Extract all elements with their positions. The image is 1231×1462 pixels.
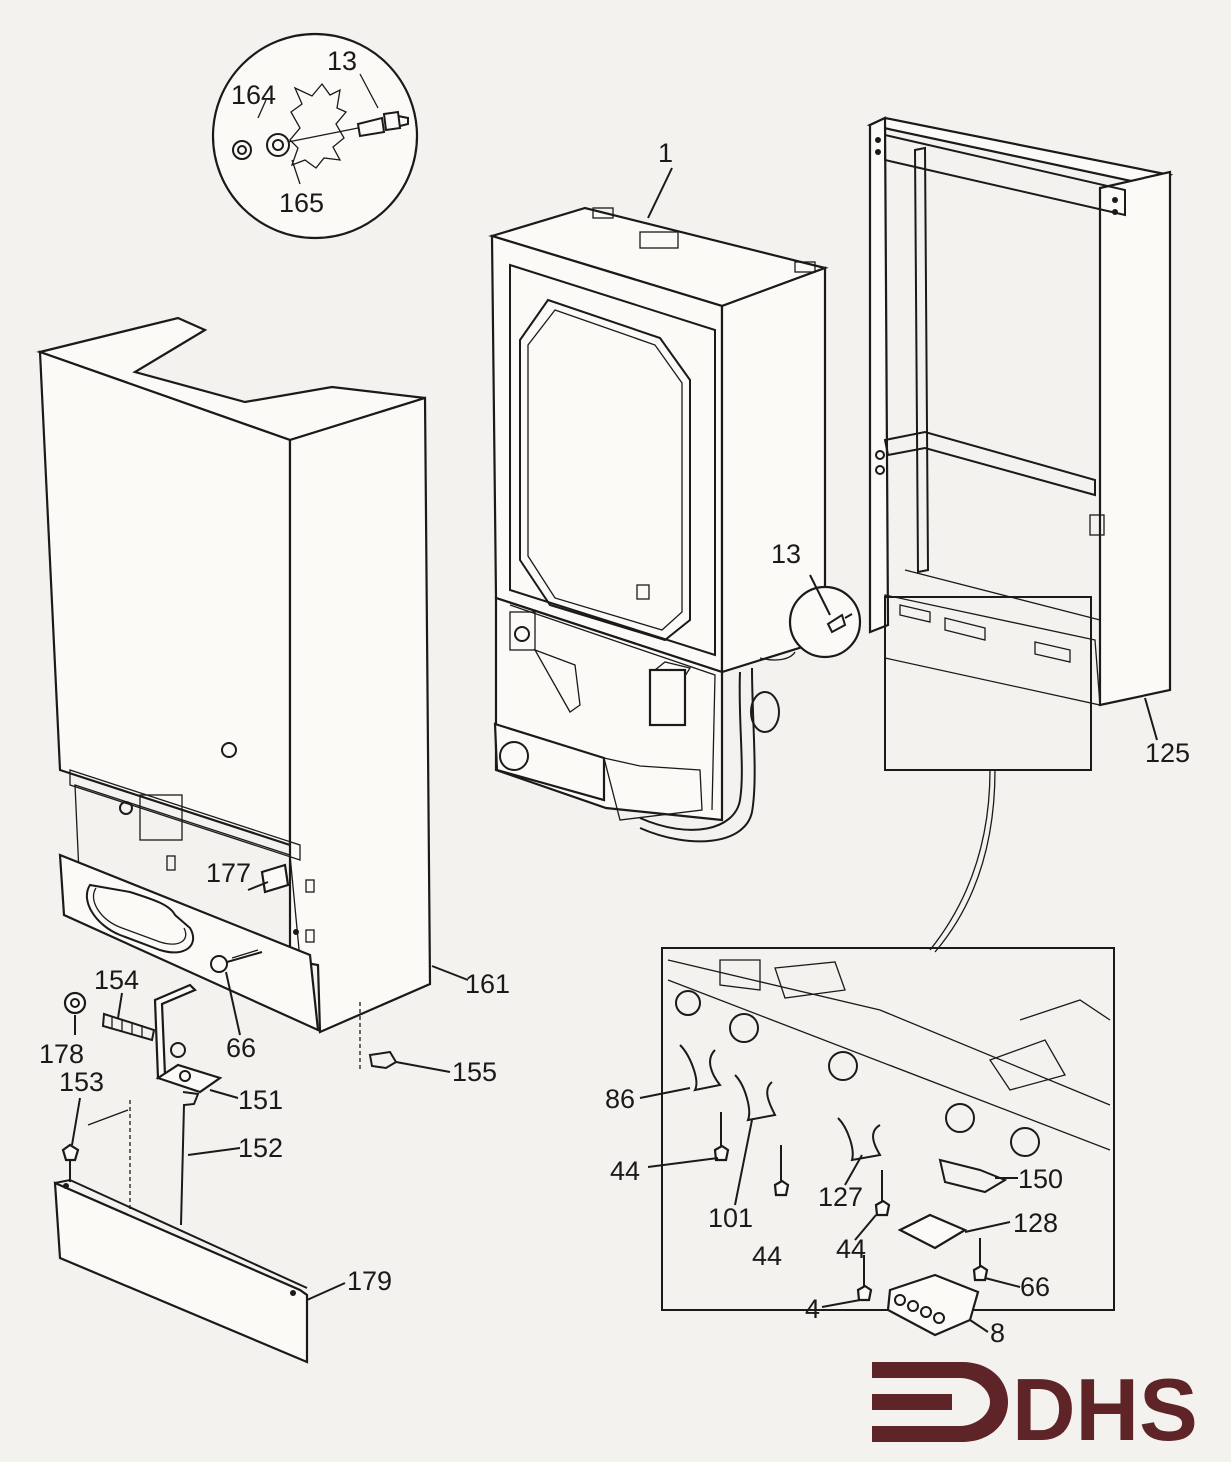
callout-153: 153	[59, 1067, 104, 1097]
callout-125: 125	[1145, 738, 1190, 768]
callout-66-right: 66	[1020, 1272, 1050, 1302]
callout-13-mid: 13	[771, 539, 801, 569]
callout-44-b: 44	[752, 1241, 782, 1271]
callout-151: 151	[238, 1085, 283, 1115]
leader-lines	[71, 574, 1158, 1333]
callout-44-a: 44	[610, 1156, 640, 1186]
bracket-assembly	[61, 983, 398, 1226]
callout-179: 179	[347, 1266, 392, 1296]
outer-case	[36, 316, 432, 1072]
detail-circle-fixing	[211, 32, 419, 240]
wall-frame	[866, 116, 1174, 953]
detail-circle-fixing-mid	[788, 585, 862, 659]
callout-101: 101	[708, 1203, 753, 1233]
callout-177: 177	[206, 858, 251, 888]
bottom-panel	[53, 1178, 309, 1364]
callout-178: 178	[39, 1039, 84, 1069]
inset-detail-box	[661, 947, 1115, 1337]
callout-86: 86	[605, 1084, 635, 1114]
callout-127: 127	[818, 1182, 863, 1212]
callout-66-left: 66	[226, 1033, 256, 1063]
callout-165: 165	[279, 188, 324, 218]
callout-155: 155	[452, 1057, 497, 1087]
boiler-chassis	[488, 167, 829, 843]
logo-mark-icon	[872, 1362, 1008, 1442]
callout-8: 8	[990, 1318, 1005, 1348]
callout-13-top: 13	[327, 46, 357, 76]
callout-154: 154	[94, 965, 139, 995]
callout-4: 4	[805, 1294, 820, 1324]
callout-150: 150	[1018, 1164, 1063, 1194]
callout-161: 161	[465, 969, 510, 999]
callout-1: 1	[658, 138, 673, 168]
logo-text: DHS	[1012, 1360, 1198, 1457]
callout-labels: 13 164 165 1 13 125 177 161 66 154 178 1…	[39, 46, 1190, 1348]
dhs-logo: DHS	[872, 1360, 1198, 1459]
callout-164: 164	[231, 80, 276, 110]
callout-128: 128	[1013, 1208, 1058, 1238]
callout-44-c: 44	[836, 1234, 866, 1264]
callout-152: 152	[238, 1133, 283, 1163]
